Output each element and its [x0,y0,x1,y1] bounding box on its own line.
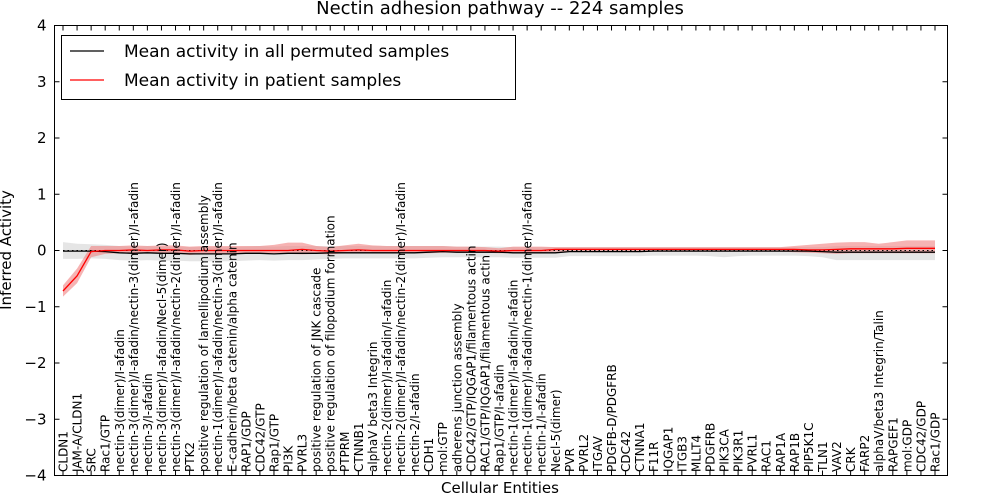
x-tick-label: FARP2 [858,435,872,472]
x-tick-label: F11R [647,441,661,472]
x-tick-label: nectin-3(dimer)/I-afadin [113,329,127,472]
x-tick-label: RAC1/GTP/IQGAP1/filamentous actin [478,255,492,472]
legend-label-patient: Mean activity in patient samples [124,71,401,91]
x-tick-label: PTPRM [338,432,352,473]
x-tick-label: PVRL1 [746,434,760,472]
x-tick-label: nectin-1(dimer)/I-afadin/I-afadin [507,280,521,472]
x-tick-label: PVRL2 [577,434,591,472]
x-tick-label: CDC42/GDP [914,401,928,472]
y-tick-label: −3 [24,410,46,428]
x-tick-label: Necl-5(dimer) [549,389,563,472]
x-axis-label: Cellular Entities [441,479,559,497]
legend-label-permuted: Mean activity in all permuted samples [124,42,449,62]
x-tick-label: PVR [563,448,577,472]
x-tick-label: alphaV beta3 Integrin [366,341,380,472]
chart-title: Nectin adhesion pathway -- 224 samples [316,0,684,19]
x-tick-label: nectin-2/I-afadin [408,373,422,472]
x-tick-label: CDC42 [619,431,633,472]
x-tick-label: Rap1/GTP [268,414,282,472]
x-tick-label: PTK2 [183,442,197,472]
x-tick-label: TLN1 [816,441,830,473]
x-tick-label: PDGFB-D/PDGFRB [605,364,619,472]
plot-area-frame [54,25,948,476]
series-lines [62,247,935,292]
x-tick-label: PIP5K1C [802,422,816,472]
x-tick-label: Rac1/GTP [99,415,113,472]
x-tick-label: positive regulation of filopodium format… [324,215,338,472]
x-tick-label: ITGB3 [675,436,689,472]
x-tick-label: JAM-A/CLDN1 [71,393,85,473]
x-tick-label: mol:GTP [436,422,450,472]
x-tick-label: CDH1 [422,438,436,472]
x-tick-label: IQGAP1 [661,427,675,472]
x-tick-label: PI3K [282,445,296,472]
legend-frame [61,35,516,100]
y-tick-label: 4 [37,17,47,35]
x-tick-label: nectin-3(dimer)/I-afadin/nectin-3(dimer)… [127,182,141,472]
y-tick-label: −2 [24,354,46,372]
y-axis-label: Inferred Activity [0,190,15,310]
x-tick-label: alphaV/beta3 Integrin/Talin [872,310,886,472]
x-tick-label: CDC42/GTP/IQGAP1/filamentous actin [464,246,478,472]
y-tick-label: −1 [24,298,46,316]
x-tick-label: nectin-3/I-afadin [141,373,155,472]
x-tick-label: RAP1/GDP [239,411,253,472]
y-tick-label: 2 [37,129,47,147]
y-axis-ticks: 4 3 2 1 0 −1 −2 −3 −4 [24,17,948,485]
patient-range-band [63,240,935,297]
x-tick-label: ITGAV [591,435,605,472]
x-tick-label: positive regulation of JNK cascade [310,268,324,472]
permuted-mean-line [63,250,935,255]
x-tick-label: MLLT4 [689,435,703,472]
y-tick-label: 0 [37,242,47,260]
x-tick-label: PIK3CA [718,428,732,472]
x-tick-label: RAP1A [774,432,788,472]
x-tick-label: RAPGEF1 [886,417,900,472]
x-tick-label: mol:GDP [900,420,914,472]
x-tick-label: nectin-3(dimer)/I-afadin/nectin-2(dimer)… [169,182,183,472]
x-tick-label: nectin-2(dimer)/I-afadin/I-afadin [380,280,394,472]
x-tick-label: nectin-1(dimer)/I-afadin/nectin-1(dimer)… [521,182,535,472]
x-tick-label: Rac1/GDP [929,413,943,472]
patient-mean-line [62,247,935,292]
x-tick-label: CTNNB1 [352,422,366,472]
x-tick-label: Rap1/GTP/I-afadin [493,364,507,472]
x-tick-label: adherens junction assembly [450,303,464,472]
x-tick-label: PIK3R1 [732,430,746,472]
x-tick-label: nectin-1/I-afadin [535,373,549,472]
x-tick-label: CDC42/GTP [253,403,267,472]
y-tick-label: 1 [37,185,47,203]
x-tick-label: positive regulation of lamellipodium ass… [197,195,211,472]
x-tick-label: PVRL3 [296,434,310,472]
x-tick-label: CTNNA1 [633,422,647,472]
x-tick-label: nectin-3(dimer)/I-afadin/Necl-5(dimer) [155,242,169,472]
confidence-bands [63,240,935,297]
y-tick-label: −4 [24,467,46,485]
x-tick-label: CRK [844,446,858,472]
x-tick-label: RAP1B [788,433,802,472]
x-tick-label: PDGFRB [704,423,718,472]
x-tick-label: E-cadherin/beta catenin/alpha catenin [225,242,239,472]
x-tick-label: SRC [85,448,99,472]
x-tick-label: CLDN1 [57,431,71,472]
x-tick-label: nectin-1(dimer)/I-afadin/nectin-3(dimer)… [211,182,225,472]
legend: Mean activity in all permuted samples Me… [61,35,516,100]
x-tick-label: nectin-2(dimer)/I-afadin/nectin-2(dimer)… [394,182,408,472]
x-tick-label: RAC1 [760,440,774,472]
y-tick-label: 3 [37,73,47,91]
x-tick-label: VAV2 [830,441,844,472]
